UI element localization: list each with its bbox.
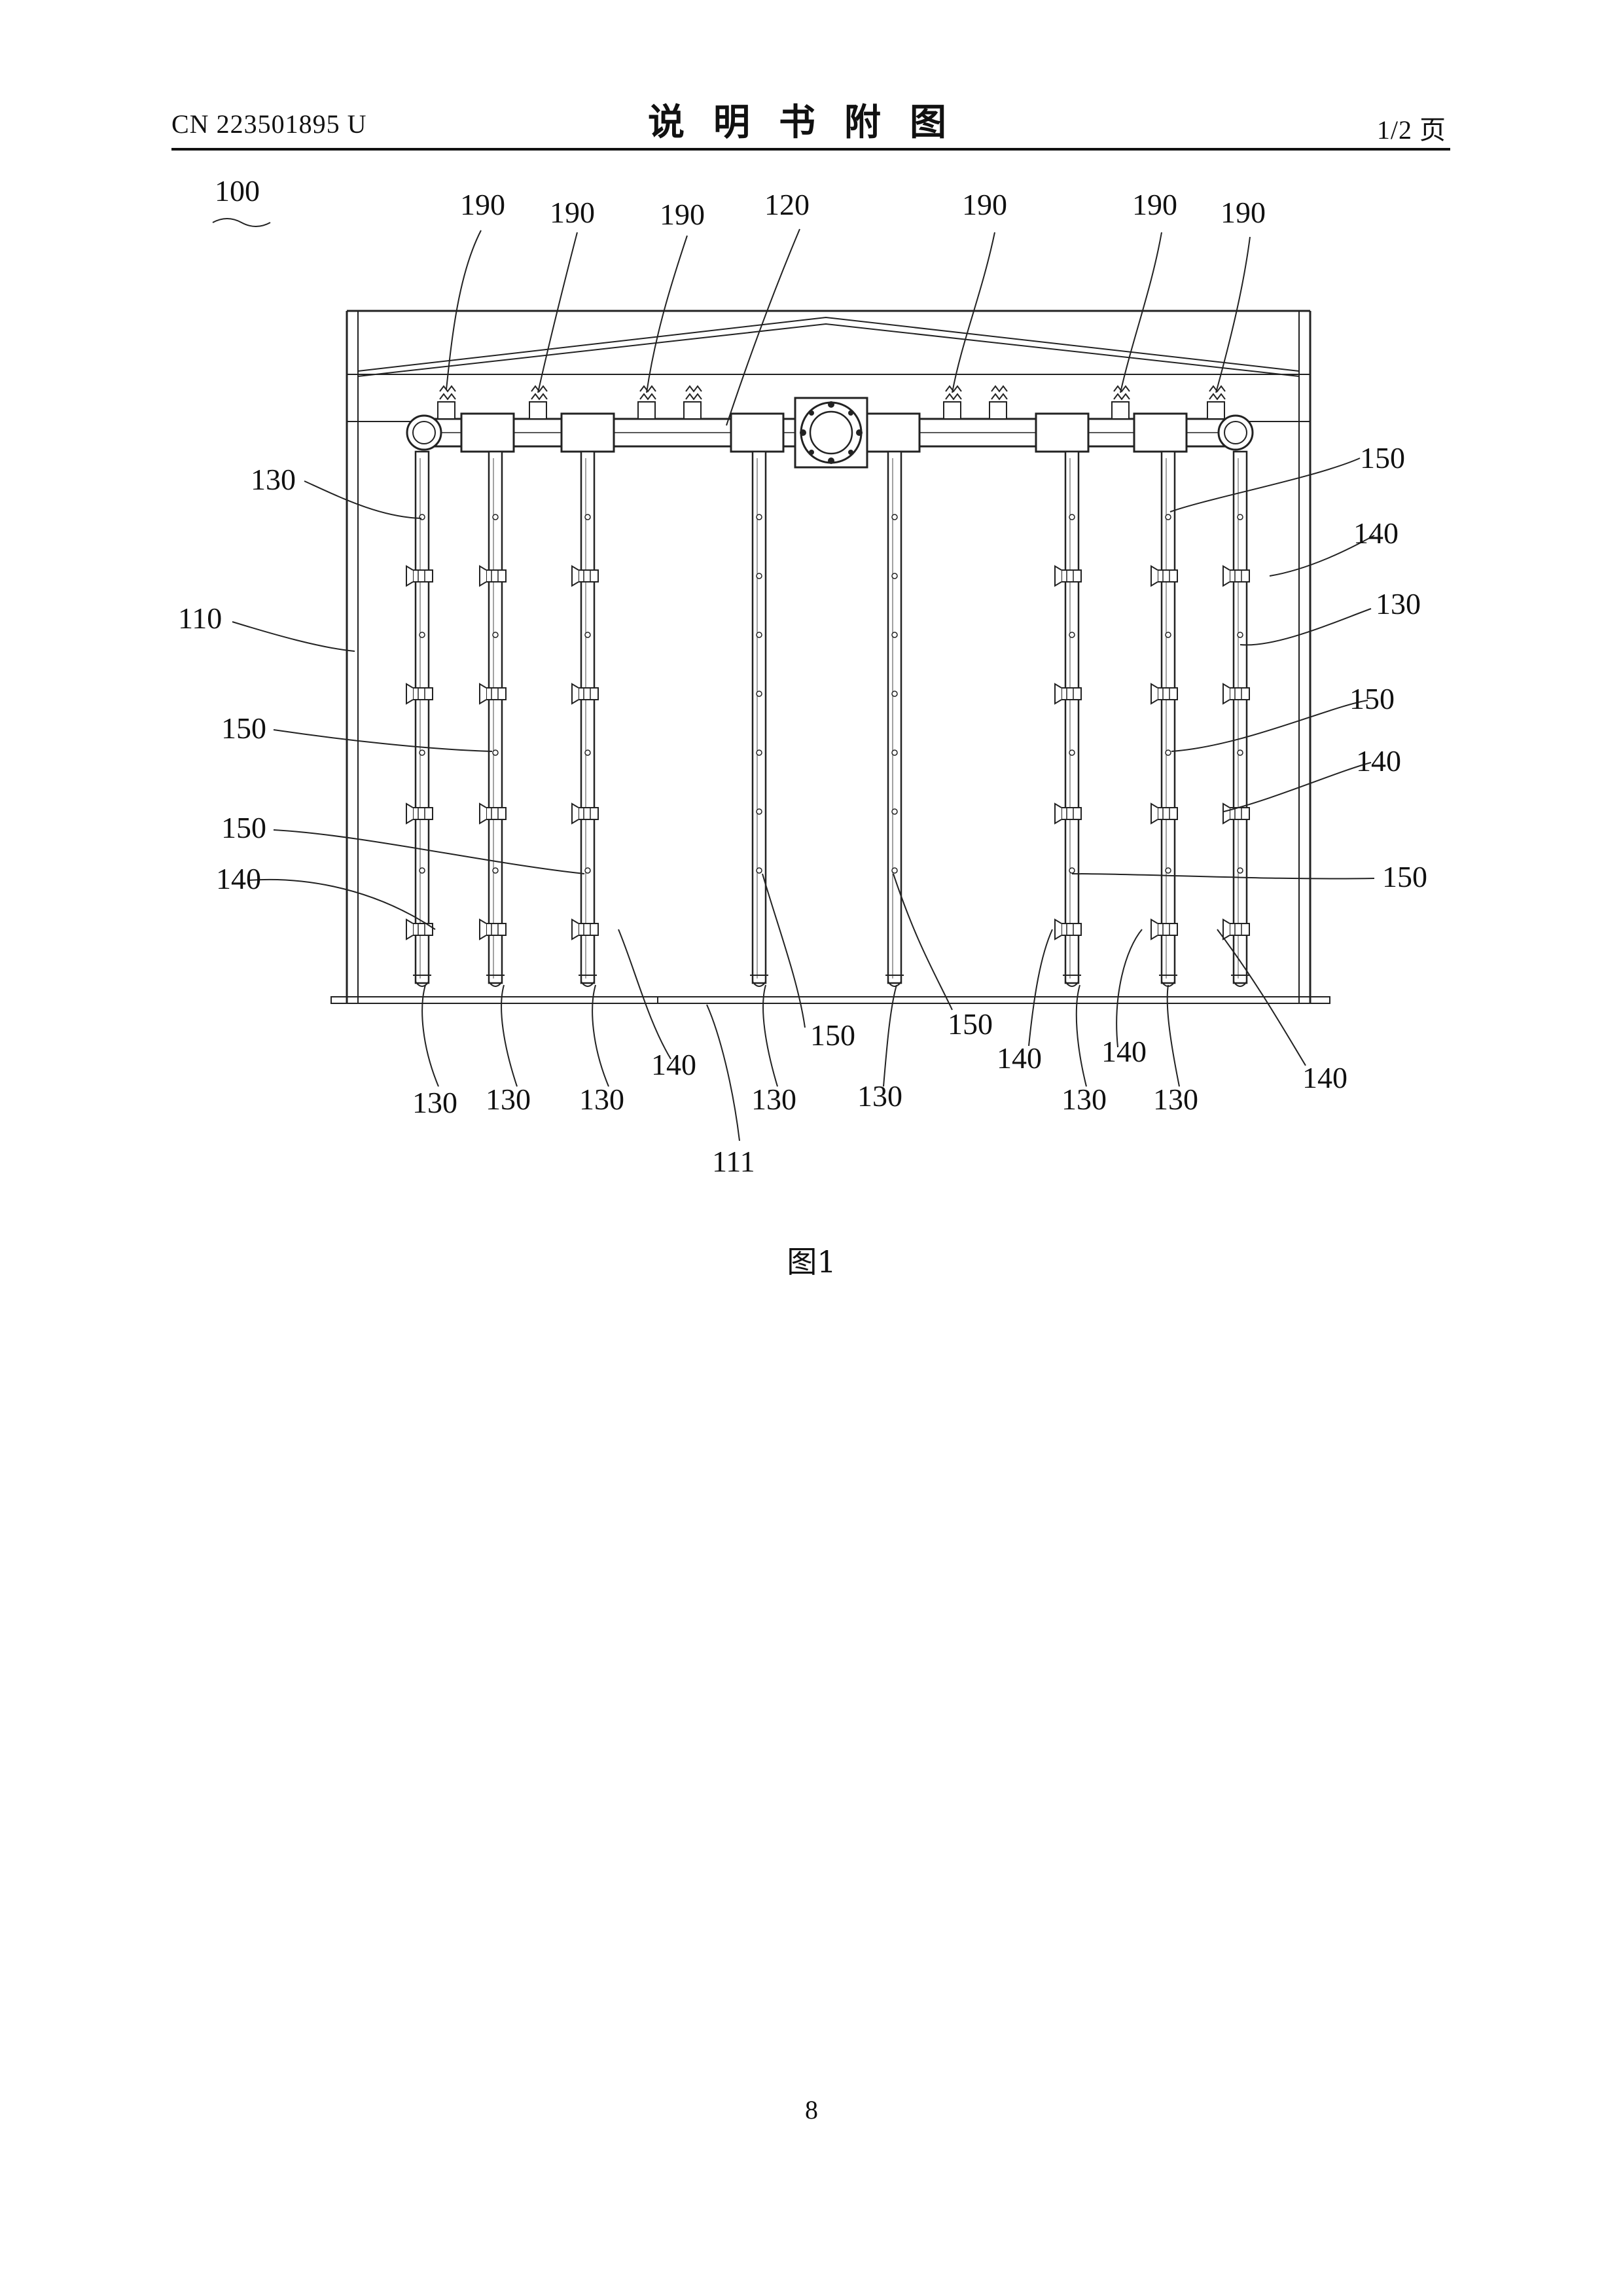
page-number: 8 — [0, 2094, 1623, 2125]
spray-hole — [757, 809, 762, 814]
spray-hole — [1069, 750, 1075, 755]
label-140: 140 — [1356, 744, 1401, 778]
label-130: 130 — [486, 1083, 531, 1116]
branch-pipe — [1231, 452, 1249, 986]
spray-hole — [757, 632, 762, 637]
base-plate-111 — [331, 997, 1330, 1003]
spray-hole — [757, 691, 762, 696]
spray-hole — [585, 750, 590, 755]
spray-hole — [1238, 868, 1243, 873]
spray-hole — [757, 750, 762, 755]
branch-pipe — [885, 452, 904, 986]
label-140: 140 — [997, 1041, 1042, 1075]
label-190: 190 — [660, 198, 705, 231]
label-130: 130 — [1061, 1083, 1107, 1116]
label-130: 130 — [412, 1086, 457, 1119]
label-100: 100 — [215, 174, 260, 207]
spray-hole — [493, 632, 498, 637]
spray-hole — [892, 691, 897, 696]
spray-hole — [1166, 632, 1171, 637]
label-150: 150 — [221, 711, 266, 745]
label-130: 130 — [1153, 1083, 1198, 1116]
spray-hole — [419, 632, 425, 637]
label-140: 140 — [1101, 1035, 1147, 1068]
spray-hole — [892, 632, 897, 637]
label-140: 140 — [1353, 516, 1399, 550]
leader-lines — [213, 219, 1374, 1141]
branch-pipe — [486, 452, 505, 986]
spray-hole — [585, 514, 590, 520]
spray-hole — [1238, 632, 1243, 637]
label-110: 110 — [178, 601, 222, 635]
label-130: 130 — [1376, 587, 1421, 620]
spray-hole — [892, 868, 897, 873]
label-130: 130 — [579, 1083, 624, 1116]
label-190: 190 — [460, 188, 505, 221]
spray-hole — [892, 573, 897, 579]
valve — [990, 386, 1007, 419]
label-150: 150 — [948, 1007, 993, 1041]
figure-1-drawing: 100 190 190 190 120 190 190 190 130 150 … — [0, 0, 1623, 1244]
label-190: 190 — [550, 196, 595, 229]
spray-hole — [1238, 514, 1243, 520]
branch-pipe — [413, 452, 431, 986]
nozzles-140 — [406, 566, 1249, 939]
branch-pipe — [1159, 452, 1177, 986]
spray-hole — [585, 868, 590, 873]
spray-hole — [1166, 514, 1171, 520]
label-130: 130 — [751, 1083, 796, 1116]
spray-hole — [892, 750, 897, 755]
figure-caption: 图1 — [0, 1238, 1623, 1282]
branch-pipe — [750, 452, 768, 986]
label-150: 150 — [1382, 860, 1427, 893]
label-120: 120 — [764, 188, 810, 221]
label-150: 150 — [221, 811, 266, 844]
branch-pipe — [579, 452, 597, 986]
spray-hole — [1069, 868, 1075, 873]
spray-hole — [585, 632, 590, 637]
spray-hole — [757, 514, 762, 520]
label-140: 140 — [651, 1048, 696, 1081]
label-150: 150 — [1360, 441, 1405, 475]
spray-hole — [1069, 632, 1075, 637]
spray-hole — [1069, 514, 1075, 520]
spray-hole — [1166, 750, 1171, 755]
spray-hole — [493, 514, 498, 520]
spray-hole — [1166, 868, 1171, 873]
label-140: 140 — [216, 862, 261, 895]
label-130: 130 — [251, 463, 296, 496]
branch-pipes-130 — [413, 452, 1249, 986]
label-140: 140 — [1302, 1061, 1347, 1094]
branch-pipe — [1063, 452, 1081, 986]
valve — [438, 386, 455, 419]
label-190: 190 — [962, 188, 1007, 221]
spray-hole — [493, 750, 498, 755]
spray-hole — [757, 868, 762, 873]
spray-hole — [892, 514, 897, 520]
spray-hole — [1238, 750, 1243, 755]
label-190: 190 — [1221, 196, 1266, 229]
label-150: 150 — [1349, 682, 1395, 715]
label-150: 150 — [810, 1018, 855, 1052]
spray-hole — [757, 573, 762, 579]
label-111: 111 — [712, 1145, 755, 1178]
valve — [684, 386, 702, 419]
label-130: 130 — [857, 1079, 902, 1113]
spray-hole — [892, 809, 897, 814]
spray-hole — [419, 750, 425, 755]
label-190: 190 — [1132, 188, 1177, 221]
spray-hole — [419, 868, 425, 873]
spray-hole — [493, 868, 498, 873]
